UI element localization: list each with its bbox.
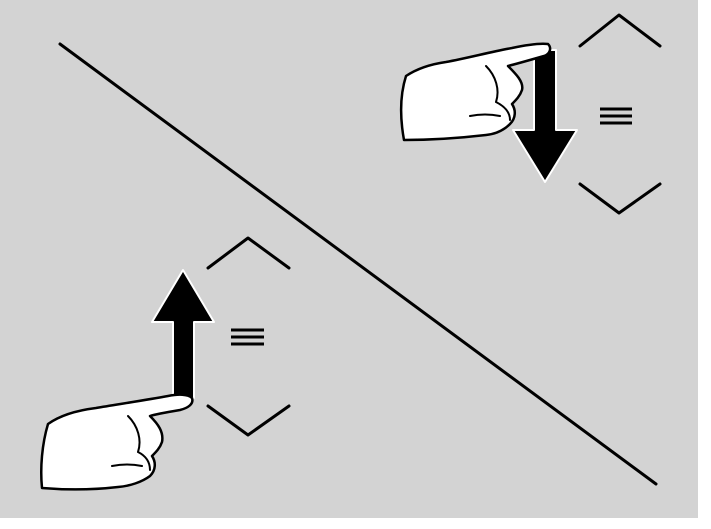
diagonal-divider-line — [58, 42, 658, 486]
hand-finger-detail — [469, 65, 511, 121]
arrow-down-icon — [512, 49, 578, 183]
swipe-down-gesture — [399, 13, 662, 215]
chevron-up-icon — [578, 13, 662, 48]
arrow-up-icon — [151, 269, 215, 399]
pointing-hand-icon — [40, 393, 194, 491]
hand-finger-detail — [111, 415, 151, 471]
swipe-up-gesture — [40, 236, 291, 491]
chevron-up-icon — [206, 236, 291, 270]
menu-icon — [600, 107, 632, 125]
pointing-hand-icon — [399, 42, 552, 142]
chevron-down-icon — [578, 182, 662, 215]
chevron-down-icon — [206, 404, 291, 437]
menu-icon — [231, 328, 264, 346]
